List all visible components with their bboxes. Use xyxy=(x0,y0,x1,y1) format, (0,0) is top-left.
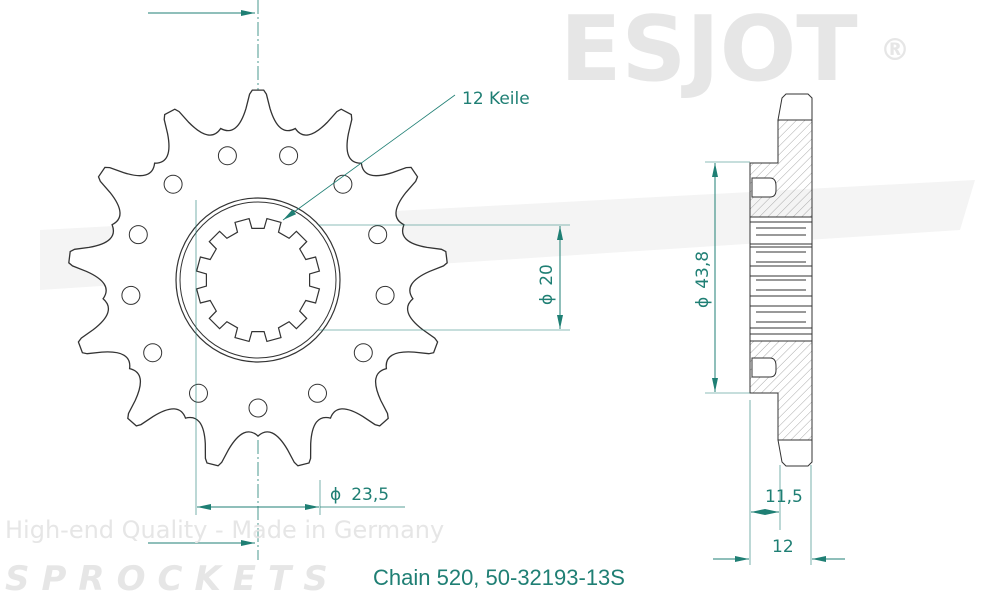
bolt-hole xyxy=(121,285,141,305)
watermark-logo: ESJOT ® SPROCKETS High-end Quality - Mad… xyxy=(5,0,910,596)
sprocket-side-section xyxy=(749,93,813,467)
watermark-brand: ESJOT xyxy=(560,0,858,102)
watermark-tagline: High-end Quality - Made in Germany xyxy=(5,516,444,544)
bolt-hole xyxy=(368,225,388,245)
sprocket-front-view xyxy=(68,89,448,467)
bolt-hole xyxy=(189,383,208,403)
bolt-hole xyxy=(333,174,353,194)
bolt-hole xyxy=(217,146,237,166)
hub-inner-circle xyxy=(179,201,337,359)
splines-callout: 12 Keile xyxy=(282,89,530,221)
splines-label: 12 Keile xyxy=(462,89,530,109)
bore-dimension-label: ϕ20 xyxy=(537,264,557,305)
spline-bore-outline xyxy=(195,217,321,343)
total-width-label: 12 xyxy=(772,537,794,557)
bolt-hole xyxy=(163,174,183,194)
part-caption: Chain 520, 50-32193-13S xyxy=(373,565,625,590)
bore-diameter-dimension: ϕ20 xyxy=(318,224,570,331)
hub-dimension-label: ϕ43,8 xyxy=(693,251,713,308)
bolt-hole xyxy=(353,343,373,363)
tooth-width-label: 11,5 xyxy=(765,487,803,507)
watermark-registered: ® xyxy=(880,33,910,68)
hub-diameter-dimension: ϕ43,8 xyxy=(693,161,750,394)
width-dimensions: 11,5 12 xyxy=(713,400,845,565)
bolt-hole xyxy=(143,343,163,363)
bolt-hole xyxy=(375,285,395,305)
watermark-sub: SPROCKETS xyxy=(5,559,340,596)
bolt-hole xyxy=(128,225,148,245)
bolt-hole xyxy=(279,146,299,166)
lightening-holes xyxy=(121,146,395,418)
bolt-hole xyxy=(248,398,268,418)
bolt-hole xyxy=(308,383,327,403)
